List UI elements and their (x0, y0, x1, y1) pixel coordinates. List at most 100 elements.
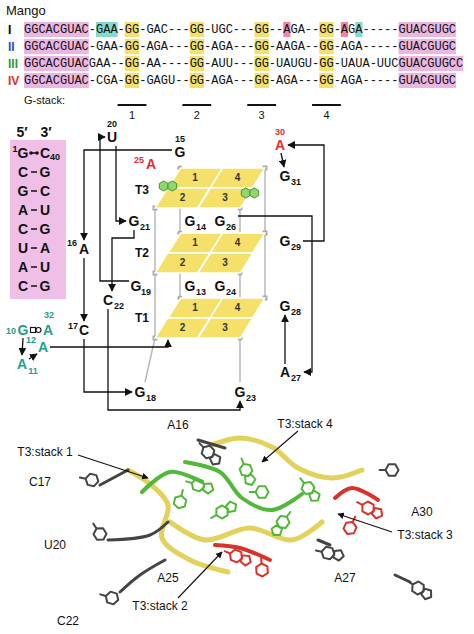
residue-number: 40 (50, 153, 60, 162)
nucleotide-label: G (175, 145, 186, 159)
nucleotide-label: C (79, 323, 89, 337)
axis-label: G-stack: (24, 95, 65, 106)
nucleotide-label: G (235, 385, 246, 399)
residue-number: 17 (68, 322, 78, 331)
base-ring (272, 525, 282, 535)
backbone-tube (300, 478, 304, 483)
base-ring (309, 491, 319, 501)
callout-label: T3:stack 1 (17, 446, 72, 458)
backbone-tube (100, 594, 106, 596)
residue-number: 23 (246, 394, 256, 403)
nucleotide-label: G (185, 279, 196, 293)
backbone-tube (316, 551, 322, 552)
nucleotide-label: C (18, 279, 28, 293)
backbone-tube (186, 481, 192, 483)
section-title: Mango (6, 4, 46, 17)
stack-bar (182, 104, 211, 106)
strand-arrow (84, 150, 172, 240)
backbone-tube (185, 462, 302, 510)
strand-arrow (29, 354, 37, 359)
nucleotide-label: A (146, 157, 156, 171)
strand-arrow (22, 338, 23, 355)
residue-number: 19 (141, 288, 151, 297)
nucleotide-label: A (38, 340, 48, 354)
nucleotide-label: G (215, 279, 226, 293)
backbone-tube (108, 522, 168, 540)
nucleotide-label: G (18, 184, 29, 198)
nucleotide-label: G (40, 222, 51, 236)
pair-line (31, 171, 37, 173)
nucleotide-label: A (275, 138, 285, 152)
tetrad-number: 1 (192, 303, 198, 313)
stack-number: 3 (259, 110, 265, 121)
pair-line (31, 285, 37, 287)
sequence-row: GGCACGUACGAA--GG-AA----GG-AUU---GG-UAUGU… (24, 58, 463, 70)
pair-line (31, 228, 37, 230)
pair-dot (29, 151, 33, 155)
pair-symbol (31, 328, 36, 333)
tier-label: T2 (135, 247, 149, 259)
base-ring (421, 589, 431, 599)
leader-arrow (178, 552, 222, 598)
tetrad-number: 3 (222, 193, 228, 203)
stack-number: 1 (129, 110, 135, 121)
stack-number: 2 (194, 110, 200, 121)
base-pair-lines (10, 140, 66, 299)
tetrad-square: 4 (210, 168, 265, 188)
base-ring (256, 486, 269, 497)
base-ring (174, 496, 186, 509)
pair-line (31, 209, 37, 211)
nucleotide-label: G (40, 279, 51, 293)
tetrad-number: 4 (235, 303, 241, 313)
tetrad-fill (198, 318, 253, 338)
nucleotide-label: C (103, 293, 113, 307)
nucleotide-label: A (43, 323, 53, 337)
base-ring (226, 502, 236, 512)
residue-number: 30 (275, 128, 285, 137)
callout-label: T3:stack 3 (397, 529, 452, 541)
callout-label: C22 (57, 615, 79, 627)
sequence-row: GGCACGUAC-GAA-GG-GAC---GG-UGC---GG--AGA-… (24, 24, 456, 36)
tetrad-fill (210, 298, 265, 318)
stem-box: 1GC40CGGCAUCGUAAUCG (10, 140, 66, 299)
tier-label: T3 (135, 184, 149, 196)
nucleotide-label: G (131, 279, 142, 293)
row-label: I (8, 24, 11, 36)
base-ring (86, 474, 99, 486)
base-ring (210, 454, 220, 464)
nucleotide-label: G (280, 234, 291, 248)
stack-bar (118, 104, 147, 106)
callout-label: T3:stack 2 (132, 600, 187, 612)
leader-arrow (78, 455, 148, 478)
backbone-tube (211, 515, 216, 518)
callout-label: A16 (167, 419, 188, 431)
nucleotide-label: A (18, 203, 28, 217)
base-ring (344, 522, 357, 534)
residue-number: 24 (226, 288, 236, 297)
nucleotide-label: A (40, 241, 50, 255)
nucleotide-label: G (185, 214, 196, 228)
structure-render (80, 438, 431, 604)
callout-label: T3:stack 4 (277, 418, 332, 430)
tetrad-number: 3 (222, 258, 228, 268)
backbone-tube (93, 524, 96, 529)
tetrad-fill (198, 253, 253, 273)
nucleotide-label: G (280, 299, 291, 313)
residue-number: 26 (226, 223, 236, 232)
tetrad-square: 4 (210, 298, 265, 318)
residue-number: 20 (107, 120, 117, 129)
tetrad-square: 3 (198, 318, 253, 338)
base-ring (240, 555, 250, 565)
base-ring (94, 528, 107, 540)
residue-number: 10 (6, 327, 16, 336)
nucleotide-label: A (79, 242, 89, 256)
nucleotide-label: C (40, 146, 50, 160)
strand-arrow (116, 146, 126, 221)
nucleotide-label: C (40, 184, 50, 198)
nucleotide-label: G (280, 169, 291, 183)
residue-number: 13 (196, 288, 206, 297)
tetrad-number: 2 (180, 258, 186, 268)
pair-symbol (36, 328, 41, 333)
leader-arrow (338, 514, 392, 532)
stack-column (145, 338, 155, 382)
